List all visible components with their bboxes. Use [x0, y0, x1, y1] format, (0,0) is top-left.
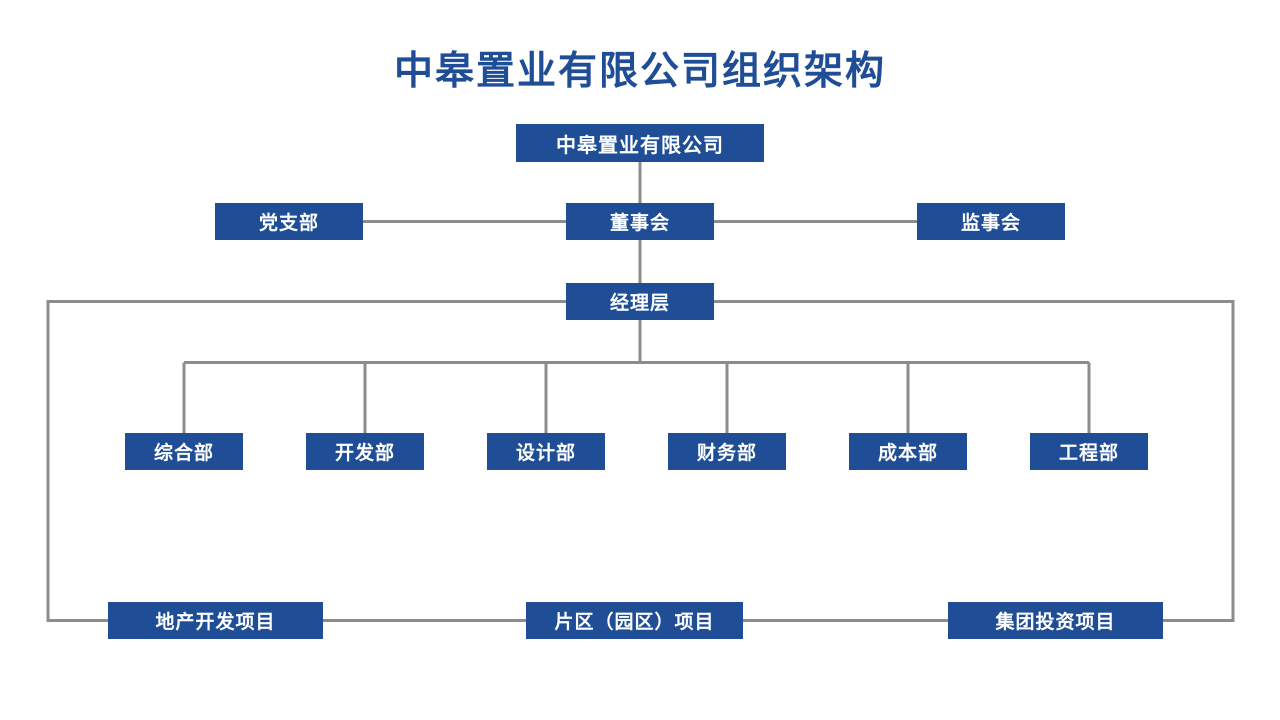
node-board-of-directors: 董事会 [566, 203, 714, 240]
node-dept-development: 开发部 [306, 433, 424, 470]
connector-right-bracket [714, 300, 1235, 622]
node-project-district-park: 片区（园区）项目 [526, 602, 743, 639]
node-project-realestate-development-label: 地产开发项目 [155, 612, 276, 633]
node-dept-engineering: 工程部 [1030, 433, 1148, 470]
node-dept-general-affairs-label: 综合部 [153, 443, 214, 464]
node-dept-design-label: 设计部 [515, 443, 576, 464]
node-party-branch: 党支部 [215, 203, 363, 240]
node-project-group-investment-label: 集团投资项目 [995, 612, 1116, 633]
node-supervisory-board: 监事会 [917, 203, 1065, 240]
node-company: 中皋置业有限公司 [516, 124, 764, 162]
page-title: 中皋置业有限公司组织架构 [393, 48, 886, 94]
node-project-district-park-label: 片区（园区）项目 [554, 612, 715, 633]
node-dept-finance-label: 财务部 [696, 443, 757, 464]
node-dept-general-affairs: 综合部 [125, 433, 243, 470]
node-dept-design: 设计部 [487, 433, 605, 470]
node-project-realestate-development: 地产开发项目 [108, 602, 323, 639]
node-dept-finance: 财务部 [668, 433, 786, 470]
node-management-level-label: 经理层 [609, 293, 670, 314]
node-dept-engineering-label: 工程部 [1058, 443, 1119, 464]
node-dept-development-label: 开发部 [334, 443, 395, 464]
node-supervisory-board-label: 监事会 [960, 213, 1021, 234]
connector-left-bracket [46, 300, 566, 622]
node-dept-cost: 成本部 [849, 433, 967, 470]
node-management-level: 经理层 [566, 283, 714, 320]
node-dept-cost-label: 成本部 [877, 443, 938, 464]
node-project-group-investment: 集团投资项目 [948, 602, 1163, 639]
node-party-branch-label: 党支部 [258, 213, 319, 234]
node-board-of-directors-label: 董事会 [609, 213, 670, 234]
node-company-label: 中皋置业有限公司 [556, 134, 724, 157]
